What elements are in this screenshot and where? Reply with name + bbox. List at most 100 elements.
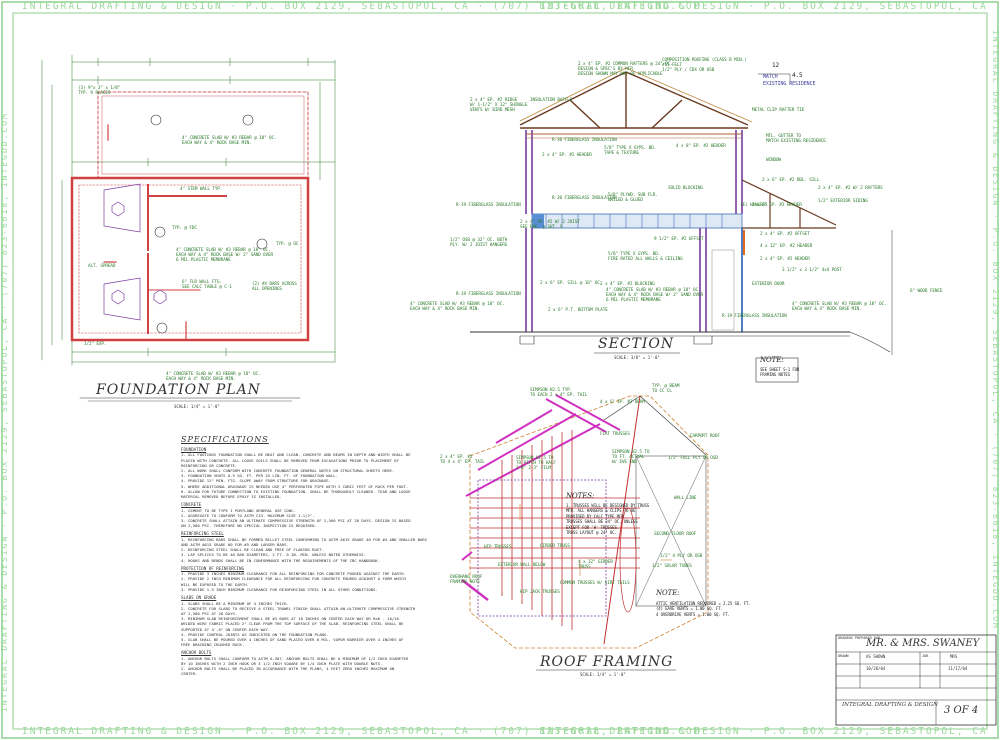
section-label: 2 x 6" EP. #2 DBL. SILL bbox=[762, 178, 820, 183]
spec-line: CENTER. bbox=[181, 671, 198, 677]
roof-label: 4 x 12" GIRDER TRUSS bbox=[578, 560, 613, 570]
section-label: R-30 FIBERGLASS INSULATION bbox=[552, 196, 617, 201]
section-title: SECTION bbox=[598, 336, 675, 352]
roof-label: HIP JACK TRUSSES bbox=[520, 590, 560, 595]
section-label: 1/2" OSB @ 32" OC. BOTH PLY. W/ 2 JOIST … bbox=[450, 238, 508, 248]
spec-section-heading: SLABS ON GRADE bbox=[181, 595, 217, 601]
spec-section-heading: REINFORCING STEEL bbox=[181, 531, 224, 537]
section-label: 2 x 4" EP. #2 RIDGE W/ 1-1/2" X 12" SHIN… bbox=[470, 98, 528, 113]
title-block-sheet: 3 OF 4 bbox=[944, 705, 979, 716]
roof-label: 1/2" FULL PLY OR OSB bbox=[668, 456, 718, 461]
title-block-date: 10/28/04 bbox=[866, 666, 886, 671]
section-label: R-19 FIBERGLASS INSULATION bbox=[456, 292, 521, 297]
title-block-job-label: JOB bbox=[922, 654, 929, 658]
section-label: 2 x 4" EP. #2 OFFSET bbox=[760, 232, 810, 237]
roof-label: OVERHANG ROOF FRAMING NOTE bbox=[450, 575, 483, 585]
title-block-job: MRS bbox=[950, 654, 958, 659]
section-label: COMPOSITION ROOFING (CLASS B MIN.) #15 F… bbox=[662, 58, 747, 73]
roof-label: SIMPSON H2.5 TYP. TO EACH 2 x 4" EP. TAI… bbox=[530, 388, 588, 398]
foundation-dimensions bbox=[41, 54, 336, 366]
roof-label: GIRDER TRUSS bbox=[540, 544, 570, 549]
title-block-revision-date: 11/17/04 bbox=[948, 666, 968, 671]
roof-note1-title: NOTES: bbox=[566, 492, 595, 500]
section-label: R-19 FIBERGLASS INSULATION bbox=[456, 203, 521, 208]
inner-border bbox=[12, 12, 988, 730]
roof-label: CARPORT ROOF bbox=[690, 434, 720, 439]
section-label: MTL. GUTTER TO MATCH EXISTING RESIDENCE bbox=[766, 134, 826, 144]
spec-line: 5. SLAB SHALL BE POURED OVER 4 INCHES OF… bbox=[181, 636, 404, 642]
border-text-top-2: INTEGRAL DRAFTING & DESIGN · P.O. BOX 21… bbox=[540, 1, 1000, 12]
section-label: 4 x 8" EP. #2 HEADER bbox=[676, 144, 726, 149]
spec-line: 2. ANCHOR BOLTS SHALL BE PLACED IN ACCOR… bbox=[181, 666, 395, 672]
spec-line: FREE DRAINING CRUSHED ROCK. bbox=[181, 642, 245, 648]
section-label: 5/8" TYPE X GYPS. BD. TAPE & TEXTURE bbox=[604, 146, 657, 156]
roof-label: 1/2" 4 PLY OR OSB bbox=[660, 554, 703, 559]
roof-label: TYP. @ BEAM TO CC CL bbox=[652, 384, 680, 394]
spec-line: 4. HOOKS AND BENDS SHALL BE IN CONFORMAN… bbox=[181, 557, 381, 563]
spec-line: 3. LAP SPLICES TO BE 40 BAR DIAMETERS, 2… bbox=[181, 552, 367, 558]
roof-label: 2 x 4" EP. #2 TO 4 x 4" EP. TAIL bbox=[440, 455, 485, 465]
section-label: 2 x 4" EP. #2 HEADER bbox=[760, 257, 810, 262]
roof-label: EXTERIOR WALL BELOW bbox=[498, 563, 546, 568]
roof-label: HIP TRUSSES bbox=[484, 545, 512, 550]
spec-line: 1. ANCHOR BOLTS SHALL CONFORM TO ASTM A-… bbox=[181, 655, 409, 661]
spec-line: 4. PROVIDE 12" MIN. FTG. SLOPE AWAY FROM… bbox=[181, 478, 331, 484]
spec-line: PLACED WITH CONCRETE. ALL LOOSE SOILS SH… bbox=[181, 457, 399, 463]
section-label: SOLID BLOCKING bbox=[668, 186, 703, 191]
spec-line: 5. WHERE ADDITIONAL DRAINAGE IS NEEDED U… bbox=[181, 483, 409, 489]
section-label: 2 x 4" EP. #2 COMMON RAFTERS @ 24" OC. D… bbox=[578, 62, 673, 77]
section-label: R-30 FIBERGLASS INSULATION bbox=[552, 138, 617, 143]
foundation-label: 4" STEM WALL TYP. bbox=[180, 187, 223, 192]
spec-line: 2. CONCRETE FOR SLABS TO RECEIVE A STEEL… bbox=[181, 605, 416, 611]
foundation-label: 4" CONCRETE SLAB W/ #3 REBAR @ 18" OC. E… bbox=[182, 136, 277, 146]
spec-line: 2. PROVIDE 2 INCH MINIMUM CLEARANCE FOR … bbox=[181, 576, 406, 582]
foundation-label: (3) 9"x 3" x 1/8" TYP. 9 PLACES bbox=[78, 86, 121, 96]
section-label: 2 x 6" EP. #2 HEADER bbox=[752, 203, 802, 208]
spec-line: 2. AGGREGATE TO CONFORM TO ASTM C33. MAX… bbox=[181, 512, 315, 518]
spec-line: BY 10 INCHES WITH 2 INCH HOOK OR 3 1/2 I… bbox=[181, 660, 383, 666]
section-label: 2 x 6" EP. SILL @ 16" OC. bbox=[540, 281, 603, 286]
foundation-label: 6" FLR WALL FTG. SEE CALC TABLE @ C-1 bbox=[182, 280, 232, 290]
spec-line: 6. ALLOW FOR FUTURE CONNECTION TO EXISTI… bbox=[181, 488, 411, 494]
spec-line: OF 2,500 PSI AT 28 DAYS. bbox=[181, 610, 238, 616]
section-label: 4" CONCRETE SLAB W/ #3 REBAR @ 18" OC. E… bbox=[792, 302, 887, 312]
border-text-bottom-2: INTEGRAL DRAFTING & DESIGN · P.O. BOX 21… bbox=[540, 726, 1000, 737]
spec-line: 2. REINFORCING STEEL SHALL BE CLEAN AND … bbox=[181, 547, 324, 553]
spec-line: WELDED WIRE FABRIC PLACED 2" CLEAR FROM … bbox=[181, 621, 404, 627]
spec-section-heading: PROTECTION OF REINFORCING bbox=[181, 565, 245, 571]
section-label: 2 x 4" EP. #2 BLOCKING bbox=[600, 282, 655, 287]
roof-label: SECOND FLOOR ROOF bbox=[654, 532, 697, 537]
roof-label: COMMON TRUSSES W/ GIRT TAILS bbox=[560, 581, 630, 586]
title-block bbox=[835, 634, 997, 726]
roof-label: SIMPSON H2.5 TO TO PITCH TO HALF 2-8" 2-… bbox=[516, 456, 556, 471]
border-text-bottom: INTEGRAL DRAFTING & DESIGN · P.O. BOX 21… bbox=[22, 726, 702, 737]
roof-label: 4 x 6" EP. #2 BEAM bbox=[600, 400, 645, 405]
spec-line: 4. PROVIDE CONTROL JOINTS AS INDICATED O… bbox=[181, 631, 329, 637]
foundation-label: (2) #4 BARS ACROSS ALL OPENINGS bbox=[252, 282, 297, 292]
foundation-label: 1/2" EXP. bbox=[84, 342, 107, 347]
foundation-scale: SCALE: 1/4" = 1'-0" bbox=[174, 404, 220, 409]
spec-line: SUPPORTED AT 4'-0" ON CENTER EACH WAY. bbox=[181, 626, 271, 632]
section-label: 2 x 4" EP. #2 W/ 2 RAFTERS bbox=[818, 186, 883, 191]
title-block-project-label: DRAWING PREPARED FOR bbox=[838, 636, 881, 640]
spec-section-heading: CONCRETE bbox=[181, 502, 202, 508]
section-label: METAL CLIP RAFTER TIE bbox=[752, 108, 805, 113]
roof-note1-body: 1. TRUSSES WILL BE DESIGNED BY TRUSS MFR… bbox=[566, 503, 650, 536]
roof-label: SIMPSON H2.5 TO TO FT. ACTUAL W/ EVE END bbox=[612, 450, 650, 465]
section-label: 5/8" PLYWD. SUB FLR. NAILED & GLUED bbox=[608, 193, 658, 203]
section-label: 2 x 4" EP. #2 W/ 2 JOIST SEE ENG. @ SHT.… bbox=[520, 220, 580, 230]
section-note-body: SEE SHEET S-1 FOR FRAMING NOTES bbox=[760, 367, 800, 377]
spec-line: 3. PROVIDE 1.5 INCH MINIMUM CLEARANCE FO… bbox=[181, 586, 378, 592]
section-label: 6" WOOD FENCE bbox=[910, 289, 943, 294]
title-block-drawn-label: DRAWN bbox=[838, 654, 849, 658]
section-label: 1/2" EXTERIOR SIDING bbox=[818, 199, 868, 204]
roof-framing-title: ROOF FRAMING bbox=[540, 654, 674, 670]
foundation-label: TYP. @ OC bbox=[276, 242, 299, 247]
spec-line: 1. REINFORCING BARS SHALL BE FORMED BILL… bbox=[181, 536, 427, 542]
foundation-label: 4" CONCRETE SLAB W/ #3 REBAR @ 18" OC. E… bbox=[176, 248, 273, 263]
foundation-plan bbox=[41, 54, 336, 402]
spec-line: 1. PROVIDE 3 INCHES MINIMUM CLEARANCE FO… bbox=[181, 571, 406, 577]
spec-line: 3. CONCRETE SHALL ATTAIN AN ULTIMATE COM… bbox=[181, 518, 411, 524]
